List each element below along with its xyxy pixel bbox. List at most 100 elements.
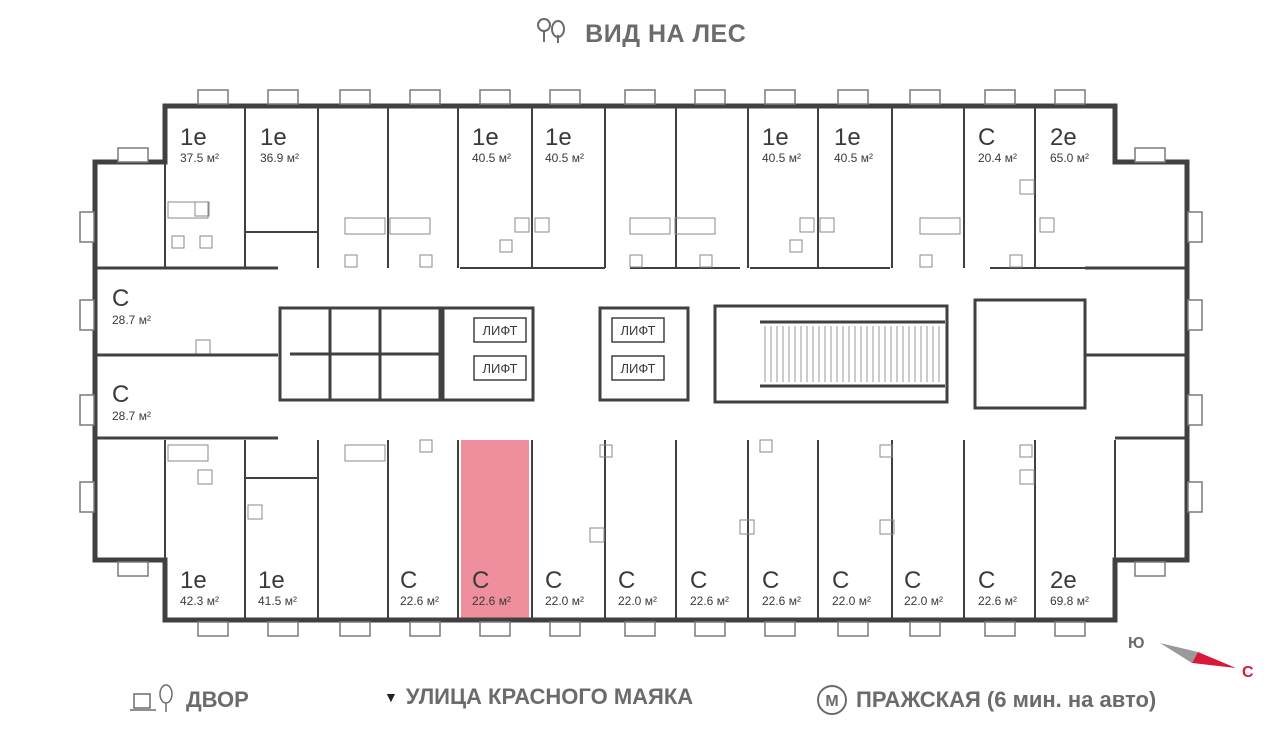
stove xyxy=(194,201,210,217)
top-apartments: 1е 37.5 м² 1е 36.9 м² 1е 40.5 м² 1е 40.5… xyxy=(180,124,1089,165)
apartment-area: 22.6 м² xyxy=(978,594,1017,608)
window xyxy=(1187,299,1203,331)
sink xyxy=(1009,254,1023,268)
window xyxy=(837,621,869,637)
window xyxy=(267,89,299,105)
window xyxy=(909,89,941,105)
sink xyxy=(789,239,803,253)
apartment-area: 69.8 м² xyxy=(1050,594,1089,608)
stove xyxy=(514,217,530,233)
stove xyxy=(799,217,815,233)
apartment-type: С xyxy=(978,567,995,594)
stove xyxy=(247,504,263,520)
view-label: ВИД НА ЛЕС xyxy=(0,16,1280,53)
window xyxy=(694,89,726,105)
apartment-type: С xyxy=(904,567,921,594)
compass: Ю С xyxy=(1128,635,1254,681)
lift-box xyxy=(473,355,527,381)
stove xyxy=(1019,179,1035,195)
trees-icon xyxy=(534,16,570,53)
lift-box xyxy=(473,317,527,343)
window xyxy=(764,89,796,105)
window xyxy=(624,89,656,105)
apartment-type: С xyxy=(112,285,129,312)
apartment-type: С xyxy=(832,567,849,594)
apartment-area: 22.0 м² xyxy=(618,594,657,608)
lift-label: ЛИФТ xyxy=(621,323,656,338)
apartment-type: 2е xyxy=(1050,124,1077,151)
sink xyxy=(1019,444,1033,458)
apartment-type: 1е xyxy=(258,567,285,594)
window xyxy=(79,394,95,426)
apartment-type: 1е xyxy=(180,124,207,151)
apartment-area: 37.5 м² xyxy=(180,151,219,165)
apartment-type: 1е xyxy=(762,124,789,151)
sink xyxy=(344,254,358,268)
window xyxy=(79,299,95,331)
window xyxy=(117,147,149,163)
window xyxy=(1187,394,1203,426)
window xyxy=(79,211,95,243)
sink xyxy=(629,254,643,268)
stove xyxy=(197,469,213,485)
window xyxy=(267,621,299,637)
stove xyxy=(534,217,550,233)
window xyxy=(1054,621,1086,637)
sink xyxy=(199,235,213,249)
window xyxy=(339,621,371,637)
window xyxy=(479,89,511,105)
stove xyxy=(739,519,755,535)
apartment-area: 22.0 м² xyxy=(545,594,584,608)
metro-icon: М xyxy=(816,684,848,716)
street-text: УЛИЦА КРАСНОГО МАЯКА xyxy=(405,684,694,709)
bathtub xyxy=(919,217,961,235)
apartment-type: С xyxy=(472,567,489,594)
window xyxy=(1134,147,1166,163)
yard-label: ДВОР xyxy=(128,684,249,716)
bathtub xyxy=(167,444,209,462)
bathtub xyxy=(629,217,671,235)
window xyxy=(197,89,229,105)
window xyxy=(837,89,869,105)
bathtub xyxy=(344,444,386,462)
bathtub xyxy=(674,217,716,235)
stove xyxy=(819,217,835,233)
bathtub xyxy=(389,217,431,235)
apartment-type: С xyxy=(400,567,417,594)
window xyxy=(909,621,941,637)
window xyxy=(1187,481,1203,513)
apartment-area: 22.6 м² xyxy=(472,594,511,608)
window xyxy=(984,89,1016,105)
triangle-down-icon: ▼ xyxy=(384,689,398,705)
apartment-highlight[interactable] xyxy=(461,440,529,622)
sink xyxy=(599,444,613,458)
apartment-area: 40.5 м² xyxy=(834,151,873,165)
lift-label: ЛИФТ xyxy=(483,361,518,376)
apartment-type: 1е xyxy=(472,124,499,151)
window xyxy=(339,89,371,105)
apartment-type: 1е xyxy=(180,567,207,594)
window xyxy=(79,481,95,513)
window xyxy=(624,621,656,637)
apartment-type: 2е xyxy=(1050,567,1077,594)
apartment-type: С xyxy=(545,567,562,594)
lift-box xyxy=(611,317,665,343)
apartment-area: 28.7 м² xyxy=(112,313,151,327)
window xyxy=(549,89,581,105)
sink xyxy=(919,254,933,268)
apartment-area: 36.9 м² xyxy=(260,151,299,165)
bathtub xyxy=(167,201,209,219)
apartment-area: 41.5 м² xyxy=(258,594,297,608)
apartment-area: 22.6 м² xyxy=(400,594,439,608)
window xyxy=(479,621,511,637)
sink xyxy=(171,235,185,249)
apartment-area: 28.7 м² xyxy=(112,409,151,423)
stove xyxy=(589,527,605,543)
lift-box xyxy=(611,355,665,381)
apartment-type: С xyxy=(112,381,129,408)
sink xyxy=(419,254,433,268)
sink xyxy=(499,239,513,253)
street-label: ▼ УЛИЦА КРАСНОГО МАЯКА xyxy=(384,684,693,710)
apartment-type: С xyxy=(690,567,707,594)
